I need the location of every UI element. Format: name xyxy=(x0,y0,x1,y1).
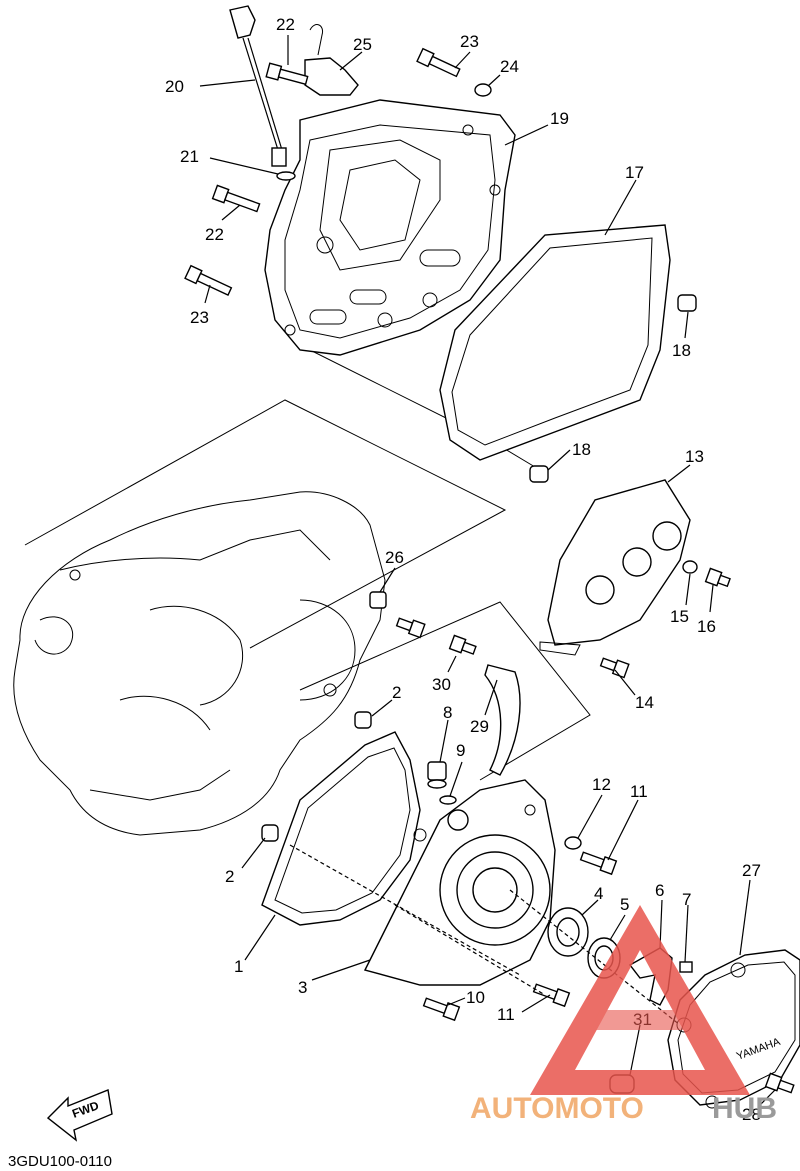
watermark-text: AUTOMOTO HUB xyxy=(470,1092,777,1125)
callout-1: 1 xyxy=(234,957,243,976)
leader-lines xyxy=(199,35,776,1106)
callout-10: 10 xyxy=(466,988,485,1007)
cover-gasket-top xyxy=(439,224,671,461)
callout-14: 14 xyxy=(635,693,654,712)
bolts-top xyxy=(184,47,461,296)
screw-7 xyxy=(679,961,693,973)
callout-3: 3 xyxy=(298,978,307,997)
watermark-text-automoto: AUTOMOTO xyxy=(470,1092,644,1125)
callout-2b: 2 xyxy=(225,867,234,886)
oil-dipstick xyxy=(229,5,287,167)
watermark-logo xyxy=(530,905,750,1095)
callout-5: 5 xyxy=(620,895,629,914)
callout-7: 7 xyxy=(682,890,691,909)
oil-filler-plug xyxy=(427,761,447,789)
callout-24: 24 xyxy=(500,57,519,76)
bolt-30 xyxy=(448,634,477,655)
dowel-pins-lower xyxy=(261,711,372,842)
callout-18b: 18 xyxy=(572,440,591,459)
bearing xyxy=(547,907,589,957)
dowel-pins-top xyxy=(529,294,697,483)
seal-9 xyxy=(439,795,457,805)
callout-18a: 18 xyxy=(672,341,691,360)
crankcase-cover-right xyxy=(264,99,516,356)
callout-13: 13 xyxy=(685,447,704,466)
callout-12: 12 xyxy=(592,775,611,794)
callout-4: 4 xyxy=(594,884,603,903)
callout-28: 28 xyxy=(742,1105,761,1124)
callout-23b: 23 xyxy=(190,308,209,327)
chain-guide xyxy=(484,664,521,776)
callout-25: 25 xyxy=(353,35,372,54)
watermark-text-hub: HUB xyxy=(712,1092,777,1125)
callout-8: 8 xyxy=(443,703,452,722)
clamp xyxy=(369,591,426,639)
o-ring xyxy=(276,171,296,181)
callout-20: 20 xyxy=(165,77,184,96)
clutch-cover-gasket xyxy=(261,731,421,926)
callout-15: 15 xyxy=(670,607,689,626)
callout-30: 30 xyxy=(432,675,451,694)
callout-22a: 22 xyxy=(276,15,295,34)
fwd-arrow-icon: FWD xyxy=(46,1089,113,1142)
callout-11b: 11 xyxy=(497,1005,515,1024)
bolts-lower xyxy=(422,836,618,1022)
callout-17: 17 xyxy=(625,163,644,182)
callout-16: 16 xyxy=(697,617,716,636)
callout-22b: 22 xyxy=(205,225,224,244)
crankcase-outline xyxy=(13,491,386,836)
callout-19: 19 xyxy=(550,109,569,128)
bracket xyxy=(304,24,359,96)
callout-29: 29 xyxy=(470,717,489,736)
callout-21: 21 xyxy=(180,147,199,166)
callout-23a: 23 xyxy=(460,32,479,51)
callout-11a: 11 xyxy=(630,782,648,801)
bolt-28 xyxy=(764,1072,795,1094)
washer xyxy=(474,83,492,97)
clutch-cover xyxy=(363,779,556,986)
diagram-code: 3GDU100-0110 xyxy=(8,1153,112,1170)
sprocket-cover xyxy=(539,479,691,656)
callout-9: 9 xyxy=(456,741,465,760)
callout-27: 27 xyxy=(742,861,761,880)
callout-26: 26 xyxy=(385,548,404,567)
callout-2a: 2 xyxy=(392,683,401,702)
callout-6: 6 xyxy=(655,881,664,900)
